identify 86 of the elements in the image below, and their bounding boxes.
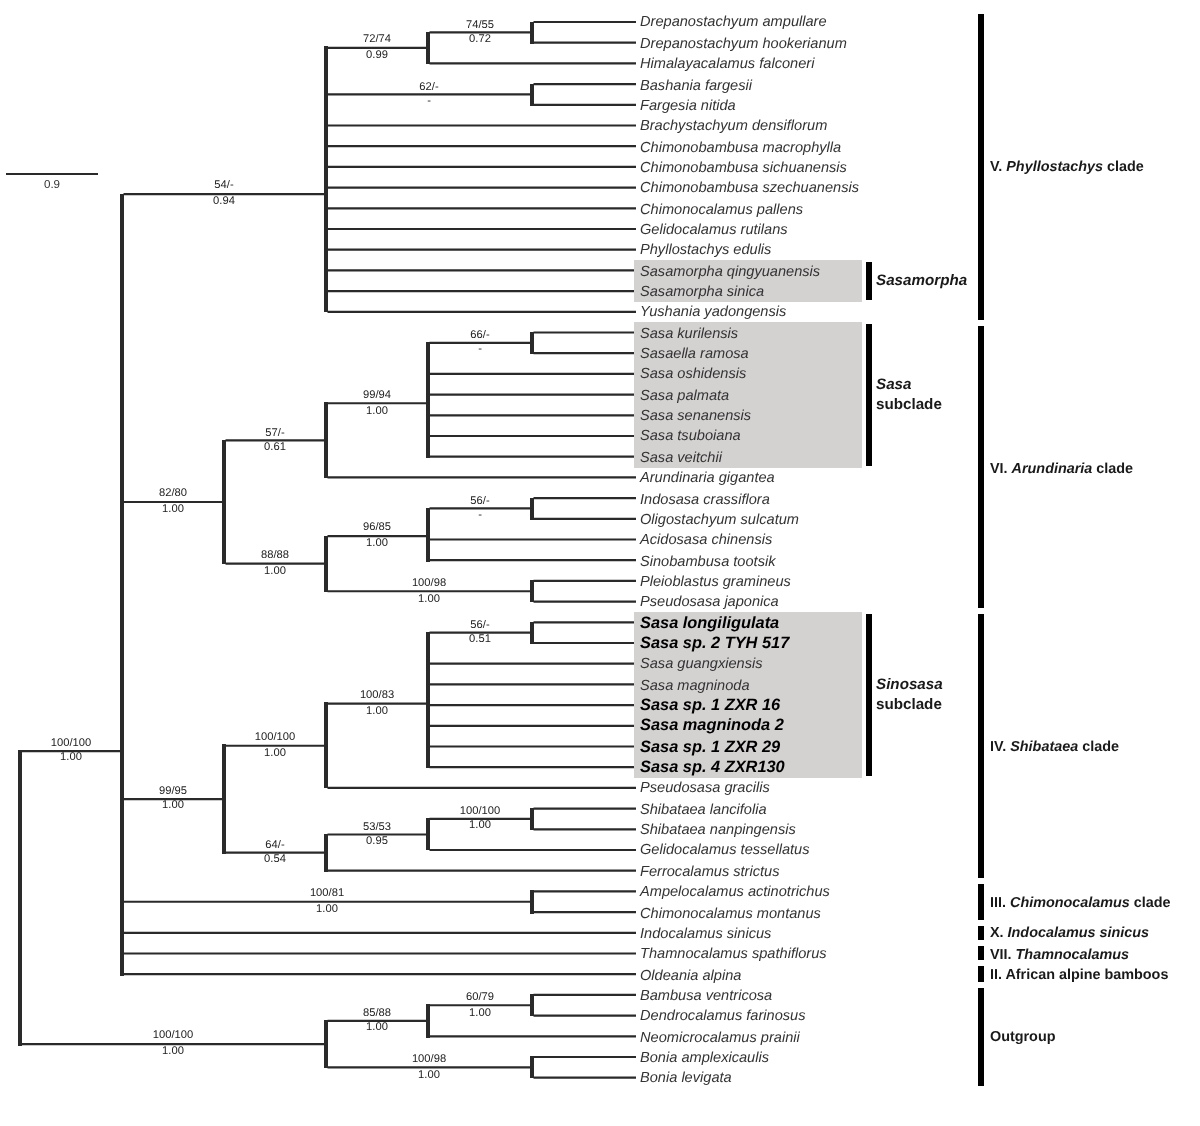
tree-branch <box>327 833 427 836</box>
tree-branch <box>327 534 427 538</box>
tree-branch <box>429 393 636 396</box>
tree-branch <box>123 500 223 504</box>
tree-branch <box>327 402 427 405</box>
tree-branch <box>225 562 325 565</box>
tree-branch <box>327 207 636 210</box>
tree-branch <box>225 744 325 747</box>
taxon-name: Sasa sp. 4 ZXR130 <box>636 756 785 778</box>
tree-branch <box>327 869 636 872</box>
tree-branch <box>429 631 531 634</box>
highlight-box <box>634 611 862 778</box>
tree-branch <box>123 973 636 976</box>
tree-branch <box>327 93 531 96</box>
tree-branch <box>327 786 636 789</box>
tree-branch <box>533 20 636 24</box>
tree-branch <box>533 1055 636 1059</box>
tree-branch <box>533 828 636 831</box>
tree-branch <box>225 851 325 854</box>
tree-branch <box>327 227 636 231</box>
tree-branch <box>533 621 636 624</box>
tree-branch <box>533 993 636 996</box>
highlight-box <box>634 260 862 302</box>
tree-branch <box>429 745 636 748</box>
tree-branch <box>327 248 636 251</box>
tree-branch <box>429 414 636 417</box>
tree-branch <box>123 798 223 801</box>
taxon-name: Sasa longiligulata <box>636 611 780 633</box>
tree-branch <box>429 455 636 458</box>
tree-branch <box>533 497 636 500</box>
tree-branch <box>327 165 636 168</box>
taxon-name: Sasa sp. 1 ZXR 16 <box>636 694 781 716</box>
tree-branch <box>533 807 636 810</box>
tree-branch <box>533 911 636 914</box>
tree-branch <box>533 41 636 44</box>
tree-branch <box>123 952 636 955</box>
taxon-name: Sasa sp. 1 ZXR 29 <box>636 736 781 757</box>
tree-branch <box>327 702 427 705</box>
tree-branch <box>327 1019 427 1022</box>
taxon-name: Sasa magninoda 2 <box>636 715 784 737</box>
tree-branch <box>533 83 636 86</box>
tree-branch <box>429 724 636 727</box>
tree-branch <box>533 517 636 520</box>
tree-branch <box>429 559 636 562</box>
tree-branch <box>429 683 636 686</box>
tree-branch <box>429 507 531 510</box>
tree-branch <box>533 103 636 106</box>
tree-branch <box>327 269 636 272</box>
tree-branch <box>533 1076 636 1079</box>
tree-branch <box>225 439 325 442</box>
taxon-name: Sasa sp. 2 TYH 517 <box>636 632 790 654</box>
tree-branch <box>533 331 636 334</box>
tree-branch <box>429 704 636 707</box>
tree-branch <box>533 641 636 645</box>
tree-branch <box>327 590 531 593</box>
tree-branch <box>429 341 531 344</box>
tree-branch <box>123 900 531 903</box>
tree-branch <box>533 352 636 355</box>
tree-branch <box>533 600 636 603</box>
highlight-box <box>634 322 862 467</box>
tree-branch <box>429 848 636 852</box>
tree-branch <box>327 46 427 49</box>
tree-branch <box>533 890 636 893</box>
tree-branch <box>533 579 636 582</box>
tree-branch <box>429 62 636 65</box>
tree-branch <box>429 538 636 541</box>
tree-branch <box>327 124 636 127</box>
tree-branch <box>429 31 531 34</box>
tree-branch <box>429 434 636 438</box>
tree-branch <box>327 186 636 189</box>
tree-branch <box>429 372 636 375</box>
tree-branch <box>123 931 636 934</box>
tree-branch <box>429 1035 636 1038</box>
tree-branch <box>429 662 636 665</box>
tree-branch <box>327 290 636 293</box>
tree-branch <box>327 145 636 148</box>
tree-branch <box>429 1004 531 1007</box>
tree-branch <box>21 749 121 753</box>
tree-branch <box>327 476 636 479</box>
tree-branch <box>327 1066 531 1069</box>
tree-branch <box>123 192 325 196</box>
tree-branch <box>429 817 531 821</box>
tree-branch <box>21 1042 325 1046</box>
tree-branch <box>327 310 636 313</box>
tree-branch <box>429 766 636 769</box>
tree-branch <box>533 1014 636 1017</box>
